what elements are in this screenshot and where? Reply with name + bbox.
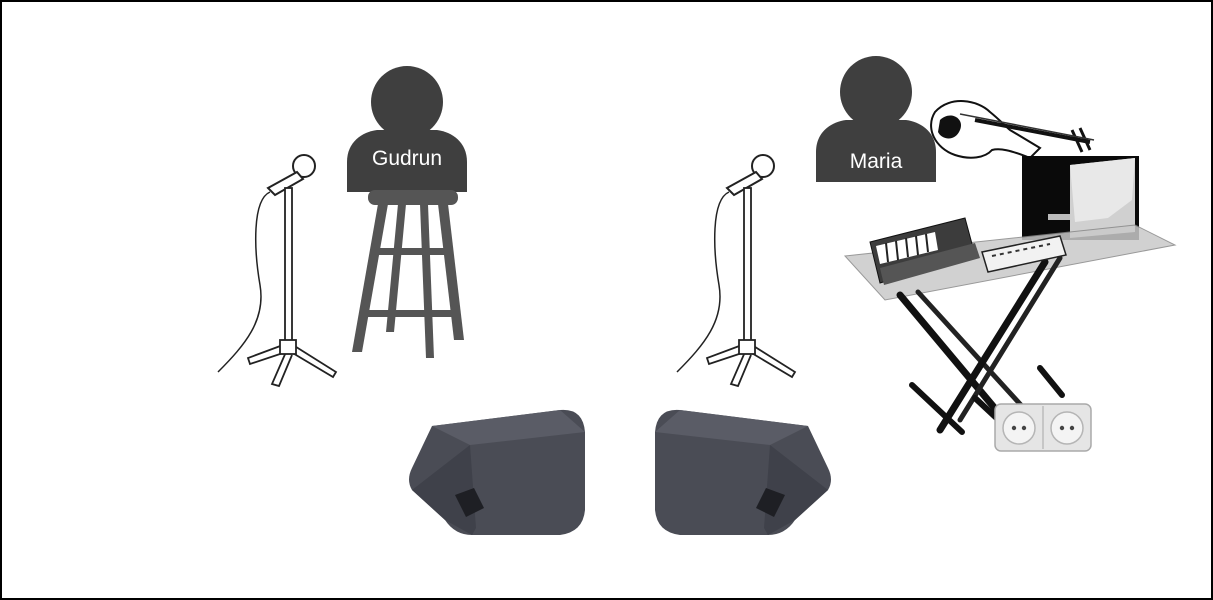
power-outlet-icon <box>995 404 1091 451</box>
performer-name: Maria <box>850 150 903 173</box>
performer-name: Gudrun <box>372 147 442 170</box>
